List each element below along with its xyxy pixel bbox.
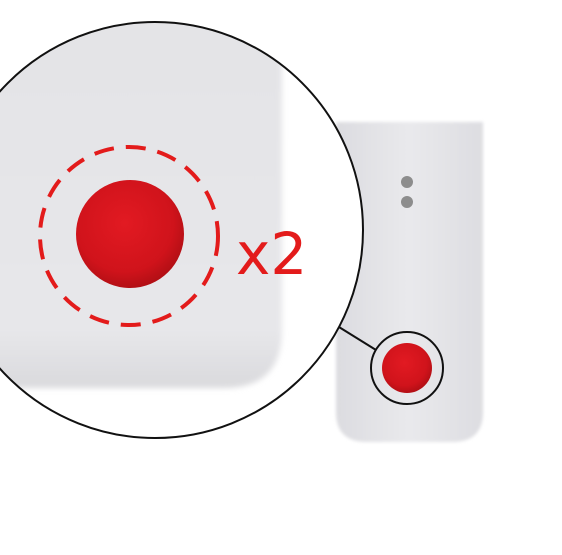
- device-body: [336, 122, 483, 442]
- magnifier-circle-icon: x2: [0, 0, 390, 460]
- device: [336, 122, 483, 442]
- led-dot-icon: [401, 176, 413, 188]
- red-button-icon[interactable]: [382, 343, 432, 393]
- magnified-red-button: [76, 180, 184, 288]
- press-count-label: x2: [236, 220, 307, 288]
- led-dot-icon: [401, 196, 413, 208]
